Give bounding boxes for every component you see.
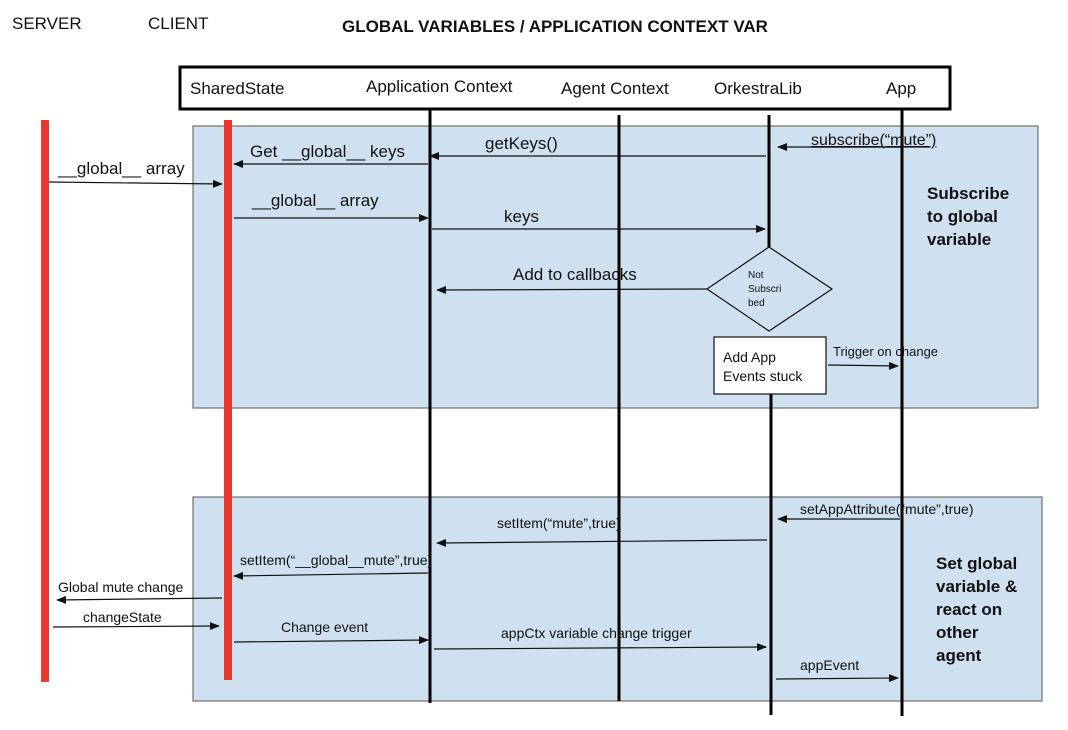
set-title-line: Set global <box>936 554 1017 573</box>
set-section-title: Set global variable & react on other age… <box>936 554 1022 665</box>
global-array-client-label: __global__ array <box>251 191 379 210</box>
app-event-label: appEvent <box>800 657 859 673</box>
participant-shared-state: SharedState <box>190 79 285 98</box>
server-lifeline <box>41 120 49 682</box>
set-title-line: other <box>936 623 979 642</box>
add-app-events-label: Add App Events stuck <box>723 349 803 384</box>
set-title-line: variable & <box>936 577 1017 596</box>
subscribe-title-line: to global <box>927 207 998 226</box>
set-item-global-arrow <box>233 571 429 580</box>
get-global-keys-label: Get __global__ keys <box>250 142 405 161</box>
set-title-line: agent <box>936 646 982 665</box>
keys-label: keys <box>504 207 539 226</box>
subscribe-section-title: Subscribe to global variable <box>927 184 1014 249</box>
trigger-on-change-arrow <box>827 361 899 370</box>
subscribe-label: subscribe(“mute”) <box>811 132 936 149</box>
client-label: CLIENT <box>148 14 208 33</box>
app-event-arrow <box>775 674 899 683</box>
change-state-arrow <box>52 622 220 631</box>
add-callbacks-label: Add to callbacks <box>513 265 637 284</box>
subscribe-title-line: variable <box>927 230 991 249</box>
set-app-attribute-label: setAppAttribute(“mute”,true) <box>800 501 974 517</box>
change-event-label: Change event <box>281 619 368 635</box>
change-event-arrow <box>233 636 429 645</box>
process-line: Add App <box>723 349 776 365</box>
participant-app-context: Application Context <box>366 77 513 96</box>
process-line: Events stuck <box>723 368 803 384</box>
appctx-trigger-label: appCtx variable change trigger <box>501 625 692 641</box>
decision-line: bed <box>748 298 765 309</box>
subscribe-title-line: Subscribe <box>927 184 1009 203</box>
set-item-mute-arrow <box>436 538 768 547</box>
diagram-title: GLOBAL VARIABLES / APPLICATION CONTEXT V… <box>342 17 768 36</box>
subscribe-section-panel <box>192 125 1039 409</box>
set-title-line: react on <box>936 600 1002 619</box>
server-label: SERVER <box>12 14 82 33</box>
trigger-on-change-label: Trigger on change <box>833 344 938 359</box>
shared-state-lifeline <box>224 120 232 680</box>
add-app-events-box <box>713 336 827 395</box>
set-item-mute-label: setItem(“mute”,true) <box>497 515 621 531</box>
participant-app: App <box>886 79 916 98</box>
decision-line: Not <box>748 270 764 281</box>
decision-line: Subscri <box>748 284 781 295</box>
participant-agent-context: Agent Context <box>561 79 669 98</box>
add-callbacks-arrow <box>436 285 710 294</box>
decision-label: Not Subscri bed <box>748 270 784 309</box>
participant-orkestra-lib: OrkestraLib <box>714 79 802 98</box>
get-keys-label: getKeys() <box>485 134 558 153</box>
global-mute-change-label: Global mute change <box>58 579 184 595</box>
global-array-server-arrow <box>48 179 223 188</box>
change-state-label: changeState <box>83 609 162 625</box>
not-subscribed-decision <box>705 246 834 332</box>
appctx-trigger-arrow <box>433 643 767 652</box>
global-mute-change-arrow <box>56 595 223 604</box>
global-array-server-label: __global__ array <box>57 159 185 178</box>
participants-header-box <box>178 65 952 111</box>
set-item-global-label: setItem(“__global__mute”,true) <box>240 552 432 568</box>
